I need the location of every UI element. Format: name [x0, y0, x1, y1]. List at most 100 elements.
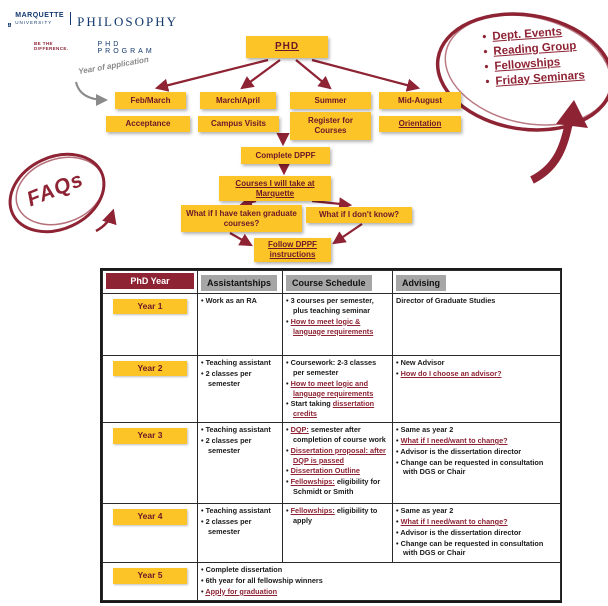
cell-item: Change can be requested in consultation … — [396, 458, 557, 478]
cell-item: DQP: semester after completion of course… — [286, 425, 389, 445]
cell-assist: Teaching assistant2 classes per semester — [197, 503, 283, 564]
cell-text: 2 classes per semester — [205, 368, 252, 388]
courses-marquette-box[interactable]: Courses I will take at Marquette — [219, 176, 331, 201]
cell-item: 3 courses per semester, plus teaching se… — [286, 296, 389, 316]
cell-item: Dissertation Outline — [286, 466, 389, 476]
cell-text: Start taking — [290, 399, 333, 409]
year-cell: Year 5 — [102, 562, 198, 601]
university-tagline: BE THE DIFFERENCE. — [34, 41, 69, 51]
cell-link[interactable]: What if I need/want to change? — [400, 435, 508, 445]
cell-text: semester after completion of course work — [293, 425, 386, 444]
year-chip: Year 2 — [113, 361, 187, 377]
cell-text: Teaching assistant — [205, 358, 271, 367]
campus-visits-box: Campus Visits — [198, 116, 279, 132]
cell-link[interactable]: Dissertation Outline — [290, 466, 360, 476]
year-of-application-arrow — [75, 81, 108, 106]
cell-item: How to meet logic & language requirement… — [286, 317, 389, 337]
complete-dppf-box: Complete DPPF — [241, 147, 330, 164]
university-crest-icon — [8, 23, 12, 27]
year-cell: Year 2 — [102, 354, 198, 424]
cell-text: Advisor is the dissertation director — [400, 446, 522, 456]
phd-year-table: PhD Year Assistantships Course Schedule … — [100, 268, 562, 603]
events-bubble-list: Dept. Events Reading Group Fellowships F… — [482, 25, 585, 92]
year-of-application-label: Year of application — [77, 54, 150, 77]
timeline-summer-box: Summer — [290, 92, 371, 109]
cell-item: How do I choose an advisor? — [396, 369, 557, 379]
cell-link[interactable]: Fellowships: — [290, 477, 335, 487]
cell-item: Teaching assistant — [201, 425, 279, 435]
header-phd-year: PhD Year — [102, 270, 198, 294]
table-row: Year 5 Complete dissertation6th year for … — [102, 562, 561, 601]
cell-link[interactable]: Fellowships: — [290, 506, 335, 516]
timeline-march-april-box: March/April — [200, 92, 276, 109]
cell-link[interactable]: Dissertation proposal: after DQP is pass… — [290, 445, 386, 465]
cell-course: DQP: semester after completion of course… — [282, 422, 393, 505]
cell-course: Fellowships: eligibility to apply — [282, 503, 393, 564]
cell-link[interactable]: DQP: — [290, 425, 309, 435]
phd-root-box[interactable]: PHD — [246, 36, 328, 58]
table-row: Year 2 Teaching assistant2 classes per se… — [102, 354, 561, 424]
cell-item: Director of Graduate Studies — [396, 296, 557, 306]
cell-item: 2 classes per semester — [201, 517, 279, 537]
cell-link[interactable]: How do I choose an advisor? — [400, 368, 502, 378]
cell-assist: Teaching assistant2 classes per semester — [197, 354, 283, 424]
year-chip: Year 4 — [113, 509, 187, 525]
follow-dppf-box[interactable]: Follow DPPF instructions — [254, 238, 331, 262]
cell-item: Work as an RA — [201, 296, 279, 306]
orientation-box[interactable]: Orientation — [379, 116, 461, 132]
cell-item: 6th year for all fellowship winners — [201, 576, 557, 586]
cell-text: Advisor is the dissertation director — [400, 527, 522, 537]
cell-link[interactable]: dissertation credits — [293, 399, 375, 419]
cell-text: Coursework: 2-3 classes per semester — [290, 358, 377, 377]
faq-label[interactable]: FAQs — [23, 167, 87, 212]
cell-item: 2 classes per semester — [201, 369, 279, 389]
cell-item: Fellowships: eligibility for Schmidt or … — [286, 477, 389, 497]
cell-link[interactable]: How to meet logic and language requireme… — [290, 378, 374, 398]
question-dont-know-box: What if I don't know? — [306, 207, 412, 223]
timeline-feb-march-box: Feb/March — [115, 92, 186, 109]
cell-assist: Teaching assistant2 classes per semester — [197, 422, 283, 505]
cell-item: Dissertation proposal: after DQP is pass… — [286, 446, 389, 466]
register-for-courses-box: Register for Courses — [290, 112, 371, 140]
cell-item: Teaching assistant — [201, 358, 279, 368]
cell-text: eligibility to apply — [293, 506, 378, 525]
cell-text: Complete dissertation — [205, 565, 283, 575]
year-chip: Year 1 — [113, 299, 187, 315]
table-row: Year 4 Teaching assistant2 classes per se… — [102, 503, 561, 564]
table-row: Year 3 Teaching assistant2 classes per se… — [102, 422, 561, 505]
cell-text: 3 courses per semester, plus teaching se… — [290, 296, 374, 315]
program-name: PHD PROGRAM — [97, 41, 155, 55]
cell-link[interactable]: What if I need/want to change? — [400, 516, 508, 526]
cell-item: What if I need/want to change? — [396, 517, 557, 527]
year-cell: Year 1 — [102, 293, 198, 356]
university-name: MARQUETTE — [15, 12, 65, 19]
table-header-row: PhD Year Assistantships Course Schedule … — [102, 270, 561, 294]
cell-text: Same as year 2 — [400, 506, 454, 516]
table-row: Year 1 Work as an RA 3 courses per semeste… — [102, 293, 561, 356]
cell-item: How to meet logic and language requireme… — [286, 379, 389, 399]
year-chip: Year 5 — [113, 568, 187, 584]
cell-text: Teaching assistant — [205, 425, 271, 435]
year-cell: Year 3 — [102, 422, 198, 505]
year-chip: Year 3 — [113, 428, 187, 444]
cell-text: Same as year 2 — [400, 425, 454, 435]
cell-text: Director of Graduate Studies — [396, 296, 496, 305]
department-name: PHILOSOPHY — [77, 14, 178, 29]
question-taken-courses-box: What if I have taken graduate courses? — [181, 205, 302, 232]
year-cell: Year 4 — [102, 503, 198, 564]
cell-text: Change can be requested in consultation … — [400, 538, 544, 558]
cell-item: Apply for graduation — [201, 587, 557, 597]
cell-text: 2 classes per semester — [205, 516, 252, 536]
cell-item: Complete dissertation — [201, 565, 557, 575]
cell-item: Advisor is the dissertation director — [396, 528, 557, 538]
cell-link[interactable]: How to meet logic & language requirement… — [290, 316, 374, 336]
cell-link[interactable]: Apply for graduation — [205, 586, 278, 596]
cell-text: 2 classes per semester — [205, 435, 252, 455]
cell-advising: Same as year 2What if I need/want to cha… — [392, 503, 561, 564]
cell-text: 6th year for all fellowship winners — [205, 575, 323, 585]
cell-course: Coursework: 2-3 classes per semesterHow … — [282, 354, 393, 424]
cell-item: What if I need/want to change? — [396, 436, 557, 446]
cell-item: 2 classes per semester — [201, 436, 279, 456]
cell-text: Change can be requested in consultation … — [400, 457, 544, 477]
